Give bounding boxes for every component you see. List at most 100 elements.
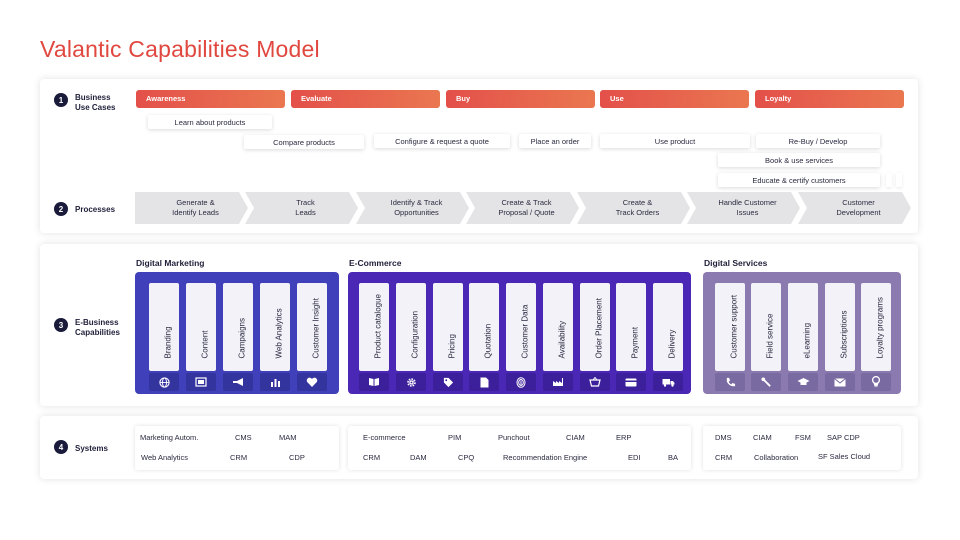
system-item: ERP [616,433,632,442]
use-case-stub [896,173,902,187]
factory-icon [543,373,573,391]
system-item: CPQ [458,453,475,462]
row-number-3: 3 [54,318,68,332]
use-case-place-order: Place an order [519,134,591,148]
use-case-compare: Compare products [244,135,364,149]
system-item: SF Sales Cloud [818,452,871,461]
system-item: FSM [795,433,811,442]
wrench-icon [751,373,781,391]
heart-icon [297,373,327,391]
systems-panel: 4 Systems Marketing Autom. CMS MAM Web A… [40,416,918,479]
capability-content: Content [186,283,216,371]
group-title-e-commerce: E-Commerce [349,258,402,268]
capability-payment: Payment [616,283,646,371]
system-item: CRM [715,453,733,462]
capability-elearning: eLearning [788,283,818,371]
system-item: BA [668,453,679,462]
capability-customer-insight: Customer Insight [297,283,327,371]
use-case-stub [886,173,892,187]
capability-quotation: Quotation [469,283,499,371]
group-title-digital-marketing: Digital Marketing [136,258,205,268]
process-step: Generate &Identify Leads [135,192,248,224]
phone-icon [715,373,745,391]
envelope-icon [825,373,855,391]
capability-field-service: Field service [751,283,781,371]
use-case-book-services: Book & use services [718,153,880,167]
capability-customer-support: Customer support [715,283,745,371]
group-digital-marketing: Branding Content Campaigns Web Analytics… [135,272,339,394]
phase-awareness: Awareness [136,90,285,108]
use-case-rebuy: Re-Buy / Develop [756,134,880,148]
systems-marketing: Marketing Autom. CMS MAM Web Analytics C… [135,426,339,470]
capability-pricing: Pricing [433,283,463,371]
row-label-processes: Processes [75,205,116,214]
system-item: Punchout [498,433,530,442]
truck-icon [653,373,683,391]
megaphone-icon [223,373,253,391]
book-icon [359,373,389,391]
basket-icon [580,373,610,391]
group-title-digital-services: Digital Services [704,258,768,268]
graduation-cap-icon [788,373,818,391]
system-item: MAM [279,433,297,442]
group-e-commerce: Product catalogue Configuration Pricing … [348,272,691,394]
row-label-systems: Systems [75,444,108,453]
system-item: Marketing Autom. [140,433,199,442]
phase-loyalty: Loyalty [755,90,904,108]
capability-availability: Availability [543,283,573,371]
capability-customer-data: Customer Data [506,283,536,371]
row-number-4: 4 [54,440,68,454]
system-item: Recommendation Engine [503,453,588,462]
capability-web-analytics: Web Analytics [260,283,290,371]
capability-branding: Branding [149,283,179,371]
award-icon [861,373,891,391]
phase-buy: Buy [446,90,595,108]
globe-icon [149,373,179,391]
system-item: EDI [628,453,641,462]
system-item: E-commerce [363,433,406,442]
row-label-business-use-cases: Business Use Cases [75,93,116,112]
film-icon [186,373,216,391]
tag-icon [433,373,463,391]
capabilities-panel: 3 E-Business Capabilities Digital Market… [40,244,918,406]
capability-delivery: Delivery [653,283,683,371]
system-item: Web Analytics [141,453,188,462]
phase-use: Use [600,90,749,108]
capability-loyalty-programs: Loyalty programs [861,283,891,371]
system-item: CDP [289,453,305,462]
group-digital-services: Customer support Field service eLearning… [703,272,901,394]
page-title: Valantic Capabilities Model [40,36,320,62]
systems-services: DMS CIAM FSM SAP CDP CRM Collaboration S… [703,426,901,470]
fingerprint-icon [506,373,536,391]
system-item: CRM [230,453,248,462]
bar-chart-icon [260,373,290,391]
use-case-educate: Educate & certify customers [718,173,880,187]
capability-configuration: Configuration [396,283,426,371]
use-case-configure-quote: Configure & request a quote [374,134,510,148]
row-label-capabilities: E-Business Capabilities [75,318,120,337]
system-item: PIM [448,433,462,442]
system-item: CRM [363,453,381,462]
capability-subscriptions: Subscriptions [825,283,855,371]
document-icon [469,373,499,391]
system-item: DMS [715,433,732,442]
system-item: CIAM [753,433,772,442]
use-case-use-product: Use product [600,134,750,148]
system-item: SAP CDP [827,433,860,442]
system-item: DAM [410,453,427,462]
capability-campaigns: Campaigns [223,283,253,371]
system-item: CIAM [566,433,585,442]
row-number-1: 1 [54,93,68,107]
gear-icon [396,373,426,391]
process-step: Create &Track Orders [577,192,690,224]
systems-commerce: E-commerce PIM Punchout CIAM ERP CRM DAM… [348,426,691,470]
capability-order-placement: Order Placement [580,283,610,371]
system-item: Collaboration [754,453,799,462]
system-item: CMS [235,433,252,442]
credit-card-icon [616,373,646,391]
